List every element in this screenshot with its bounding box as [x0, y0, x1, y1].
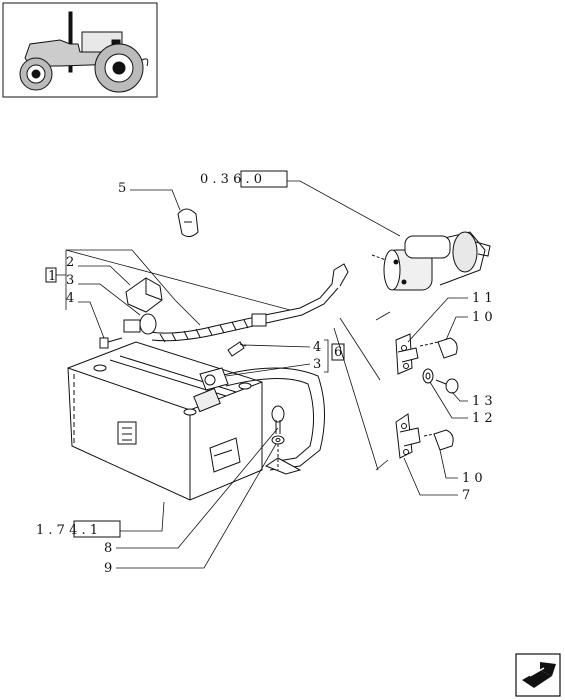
item-8-label: 8 — [104, 541, 112, 556]
item-10b-label: 1 0 — [462, 471, 483, 486]
item-4a-label: 4 — [66, 291, 74, 306]
item-6-label: 6 — [334, 345, 342, 360]
tractor-thumbnail-icon — [19, 11, 149, 93]
terminal-cover-2 — [125, 277, 163, 313]
item-3b-label: 3 — [313, 357, 321, 372]
item-13-label: 1 3 — [472, 394, 493, 409]
bolt-13 — [435, 378, 459, 394]
item-3a-label: 3 — [66, 273, 74, 288]
callout-group-1[interactable]: 1 — [45, 249, 291, 326]
tractor-thumbnail[interactable] — [2, 2, 158, 98]
washer-12 — [422, 368, 434, 384]
item-2-label: 2 — [66, 255, 74, 270]
item-5-label: 5 — [118, 181, 126, 196]
bolt-4a — [99, 337, 123, 349]
reference-0360[interactable]: 0 . 3 6 . 0 — [200, 170, 288, 188]
clip-10-upper — [419, 337, 458, 359]
ground-strap — [199, 367, 326, 475]
reference-1741[interactable]: 1 . 7 4 . 1 — [36, 520, 121, 538]
item-10a-label: 1 0 — [472, 310, 493, 325]
bracket-upper — [395, 333, 419, 375]
ref-0360-label: 0 . 3 6 . 0 — [200, 172, 262, 187]
bolt-8 — [271, 405, 285, 434]
item-11-label: 1 1 — [472, 291, 493, 306]
positive-cable — [149, 263, 349, 343]
clip-10-lower — [423, 429, 454, 451]
item-12-label: 1 2 — [472, 411, 493, 426]
bolt-4b — [227, 341, 247, 357]
starter-motor — [371, 231, 491, 291]
item-1-label: 1 — [48, 269, 56, 284]
next-page-arrow-icon — [522, 662, 556, 688]
battery — [67, 341, 263, 501]
item-9-label: 9 — [104, 561, 112, 576]
item-7-label: 7 — [462, 488, 470, 503]
item-4b-label: 4 — [313, 340, 321, 355]
next-page-button[interactable] — [515, 653, 561, 697]
bracket-lower — [395, 413, 421, 459]
ref-1741-label: 1 . 7 4 . 1 — [36, 523, 98, 538]
washer-9 — [271, 435, 285, 470]
clip-5 — [177, 208, 199, 238]
cable-clamp — [123, 313, 157, 335]
